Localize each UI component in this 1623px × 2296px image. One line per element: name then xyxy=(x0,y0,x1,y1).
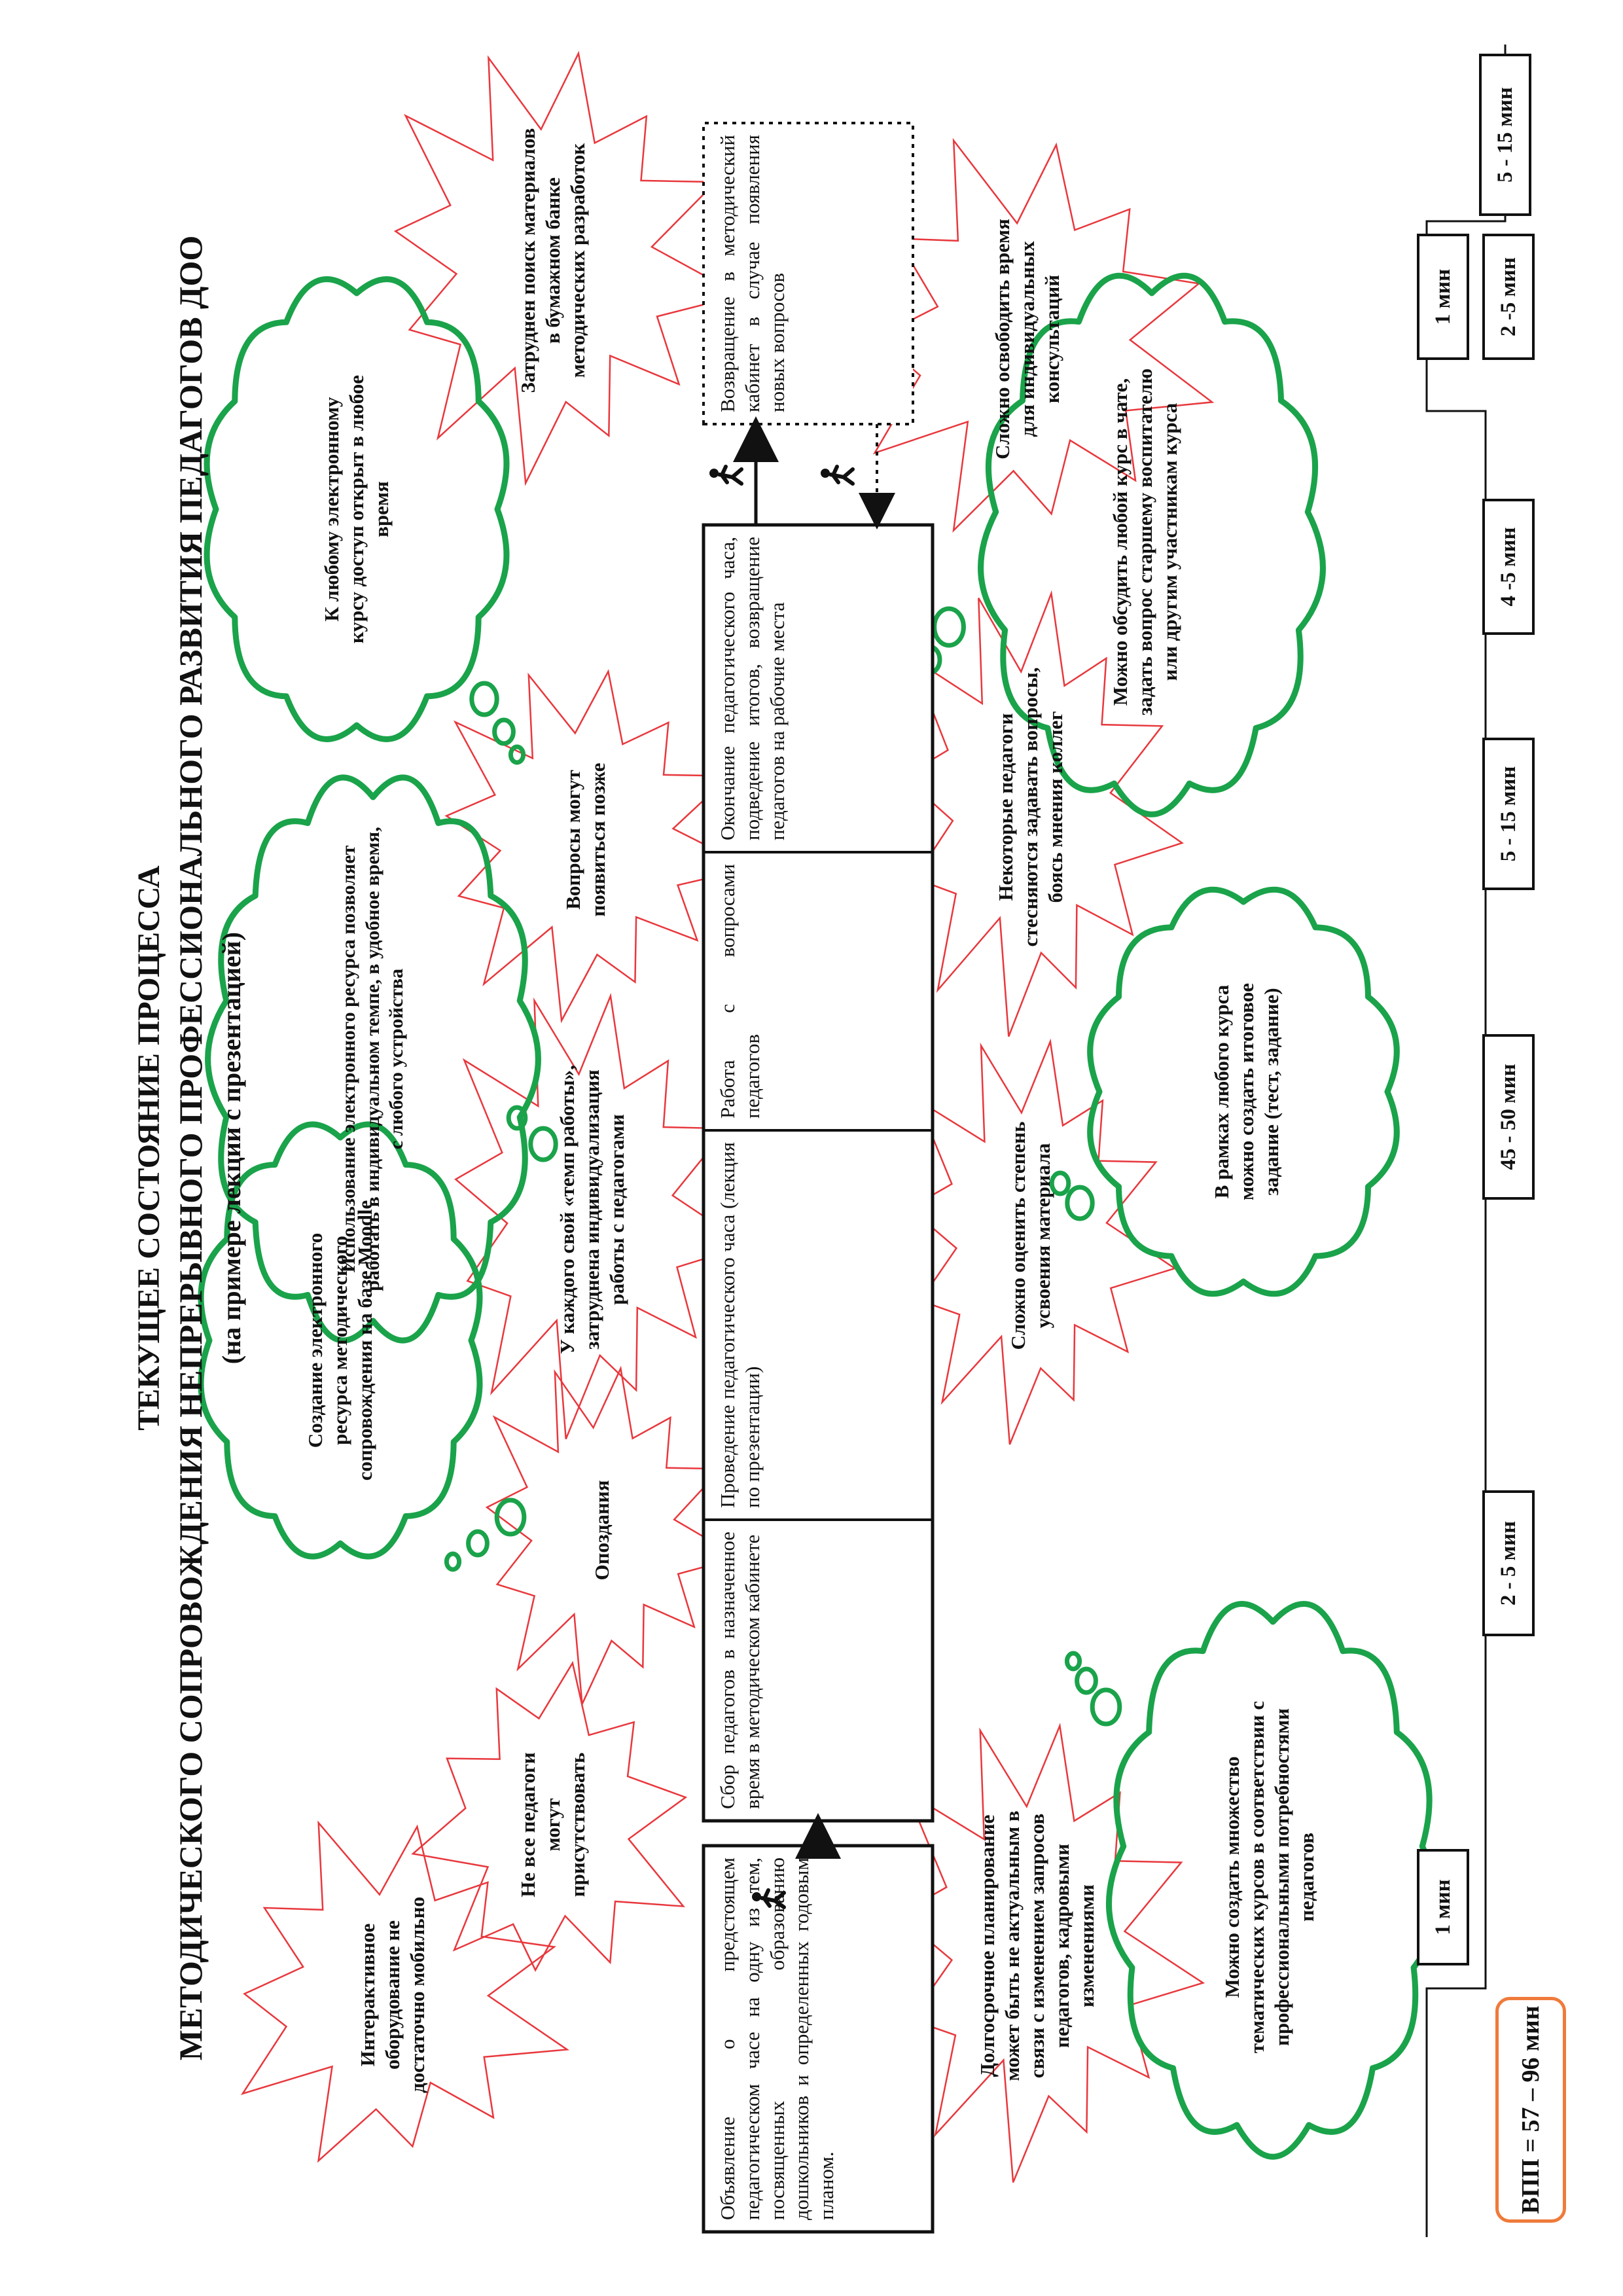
time-return: 5 - 15 мин xyxy=(1479,54,1531,216)
solution-cloud-many-courses-tail-0 xyxy=(1090,1687,1122,1727)
solution-cloud-moodle-tail-2 xyxy=(444,1551,462,1572)
step-lecture: Проведение педагогического часа (лекция … xyxy=(716,1142,764,1508)
step-announcement: Объявление о предстоящем педагогическом … xyxy=(716,1857,838,2220)
step-gathering: Сбор педагогов в назначенное время в мет… xyxy=(716,1532,764,1809)
solution-cloud-moodle-tail-0 xyxy=(494,1498,527,1537)
step-questions: Работа с вопросами педагогов xyxy=(716,864,764,1119)
problem-tempo: У каждого свой «темп работы», затруднена… xyxy=(556,1065,628,1354)
solution-cloud-moodle-tail-1 xyxy=(466,1529,490,1558)
solution-cloud-individual-tempo-tail-0 xyxy=(528,1126,558,1162)
solution-chat: Можно обсудить любой курс в чате, задать… xyxy=(1109,368,1181,716)
solution-cloud-final-task-tail-0 xyxy=(1065,1185,1095,1221)
time-announcement: 1 мин xyxy=(1417,1849,1469,1965)
step-return: Возвращение в методический кабинет в слу… xyxy=(716,135,789,412)
title-line-2: МЕТОДИЧЕСКОГО СОПРОВОЖДЕНИЯ НЕПРЕРЫВНОГО… xyxy=(172,235,209,2061)
time-ending: 4 -5 мин xyxy=(1482,499,1535,635)
time-walk-return: 2 -5 мин xyxy=(1482,234,1535,360)
solution-cloud-many-courses-tail-1 xyxy=(1075,1666,1098,1695)
solution-cloud-access-tail-0 xyxy=(469,681,499,717)
problem-starburst-absent xyxy=(411,1660,688,1972)
walking-person-icon xyxy=(709,465,743,486)
solution-cloud-access xyxy=(204,276,510,742)
step-ending: Окончание педагогического часа, подведен… xyxy=(716,537,789,840)
step-box-return xyxy=(702,122,914,425)
solution-cloud-moodle xyxy=(198,1121,483,1560)
timeline-line xyxy=(1425,45,1507,2237)
time-questions: 5 - 15 мин xyxy=(1482,738,1535,890)
solution-cloud-final-task-tail-1 xyxy=(1049,1170,1071,1196)
solution-cloud-many-courses xyxy=(1106,1601,1440,2160)
time-lecture: 45 - 50 мин xyxy=(1482,1034,1535,1200)
solution-many-courses: Можно создать множество тематических кур… xyxy=(1221,1700,1318,2054)
time-gathering: 2 - 5 мин xyxy=(1482,1490,1535,1636)
problem-starburst-equipment xyxy=(240,1820,570,2163)
solution-cloud-chat-tail-0 xyxy=(932,606,966,648)
problem-late-questions: Вопросы могут появиться позже xyxy=(562,762,609,917)
solution-cloud-individual-tempo-tail-1 xyxy=(506,1105,528,1131)
solution-final-task: В рамках любого курса можно создать итог… xyxy=(1210,983,1283,1200)
problem-planning: Долгосрочное планирование может быть не … xyxy=(976,1810,1098,2081)
solution-cloud-access-tail-1 xyxy=(492,717,516,746)
problem-equipment: Интерактивное оборудование не достаточно… xyxy=(356,1896,429,2094)
total-time-badge: ВПП = 57 – 96 мин xyxy=(1495,1997,1566,2223)
time-walk: 1 мин xyxy=(1417,234,1469,360)
solution-access: К любому электронному курсу доступ откры… xyxy=(320,374,393,644)
solution-individual-tempo: Использование электронного ресурса позво… xyxy=(338,827,408,1291)
solution-cloud-many-courses-tail-2 xyxy=(1064,1651,1082,1672)
problem-absent: Не все педагоги могут присутствовать xyxy=(516,1752,589,1897)
solution-cloud-individual-tempo xyxy=(205,774,541,1344)
title-line-3: (на примере лекции с презентацией) xyxy=(217,931,246,1365)
walking-person-icon xyxy=(752,1888,786,1909)
solution-cloud-access-tail-2 xyxy=(508,744,526,765)
problem-assessment: Сложно оценить степень усвоения материал… xyxy=(1007,1121,1054,1350)
title-line-1: ТЕКУЩЕЕ СОСТОЯНИЕ ПРОЦЕССА xyxy=(132,865,166,1431)
solution-cloud-final-task xyxy=(1087,886,1400,1297)
problem-late: Опоздания xyxy=(590,1480,614,1581)
problem-paper-bank: Затруднен поиск материалов в бумажном ба… xyxy=(516,128,589,393)
solution-cloud-chat xyxy=(978,272,1326,817)
walking-person-icon xyxy=(821,465,855,486)
